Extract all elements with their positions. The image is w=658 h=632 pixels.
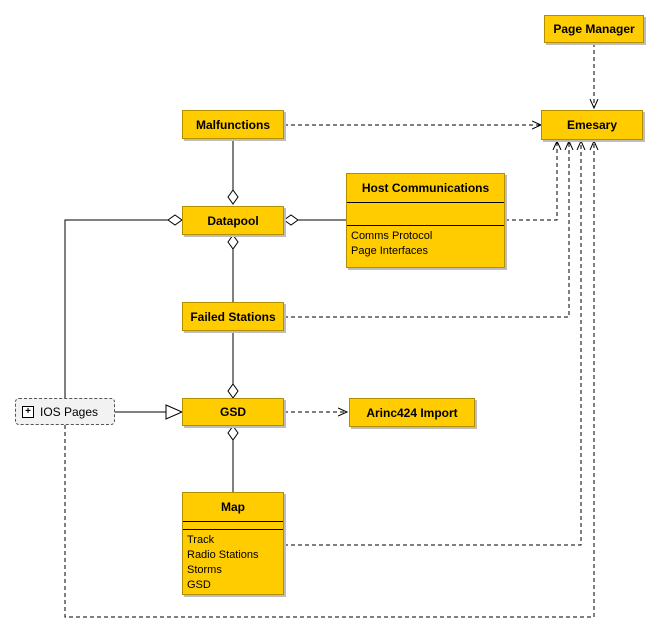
map-box[interactable]: Map Track Radio Stations Storms GSD [182, 492, 284, 595]
aggregation-diamond [283, 214, 299, 226]
host-communications-title: Host Communications [361, 181, 490, 195]
operations-compartment: Track Radio Stations Storms GSD [183, 529, 283, 595]
hostcomms-emesary-dependency [505, 141, 557, 221]
page-manager-box[interactable]: Page Manager [544, 15, 644, 43]
member-page-interfaces: Page Interfaces [351, 245, 429, 257]
ios-pages-package[interactable]: + IOS Pages [15, 398, 115, 425]
host-communications-box[interactable]: Host Communications Comms Protocol Page … [346, 173, 505, 268]
arinc424-import-title: Arinc424 Import [366, 405, 458, 420]
member-comms-protocol: Comms Protocol [351, 230, 433, 242]
generalization-triangle [165, 404, 184, 420]
malfunctions-title: Malfunctions [196, 117, 270, 132]
emesary-box[interactable]: Emesary [541, 110, 643, 140]
page-manager-title: Page Manager [553, 22, 635, 36]
failed-stations-box[interactable]: Failed Stations [182, 302, 284, 331]
attributes-compartment [183, 521, 283, 529]
emesary-title: Emesary [566, 118, 618, 132]
malfunctions-box[interactable]: Malfunctions [182, 110, 284, 139]
aggregation-diamond [227, 383, 239, 399]
attributes-compartment [347, 202, 504, 225]
aggregation-diamond [227, 189, 239, 205]
member-track: Track [187, 534, 215, 546]
gsd-box[interactable]: GSD [182, 398, 284, 426]
iospages-emesary-dependency [64, 141, 594, 618]
member-radio-stations: Radio Stations [187, 549, 259, 561]
failed-stations-title: Failed Stations [190, 309, 276, 324]
member-gsd: GSD [187, 579, 211, 591]
expand-icon[interactable]: + [22, 405, 34, 418]
failedstations-emesary-dependency [284, 141, 569, 318]
map-title: Map [221, 500, 245, 514]
arinc424-import-box[interactable]: Arinc424 Import [349, 398, 475, 427]
iospages-datapool-aggregation [64, 219, 168, 398]
aggregation-diamond [227, 234, 239, 250]
operations-compartment: Comms Protocol Page Interfaces [347, 225, 504, 261]
aggregation-diamond [227, 425, 239, 441]
aggregation-diamond [167, 214, 183, 226]
ios-pages-label: IOS Pages [40, 404, 99, 419]
map-emesary-dependency [284, 141, 581, 546]
gsd-title: GSD [219, 405, 246, 419]
member-storms: Storms [187, 564, 222, 576]
datapool-box[interactable]: Datapool [182, 206, 284, 235]
datapool-title: Datapool [207, 213, 259, 228]
